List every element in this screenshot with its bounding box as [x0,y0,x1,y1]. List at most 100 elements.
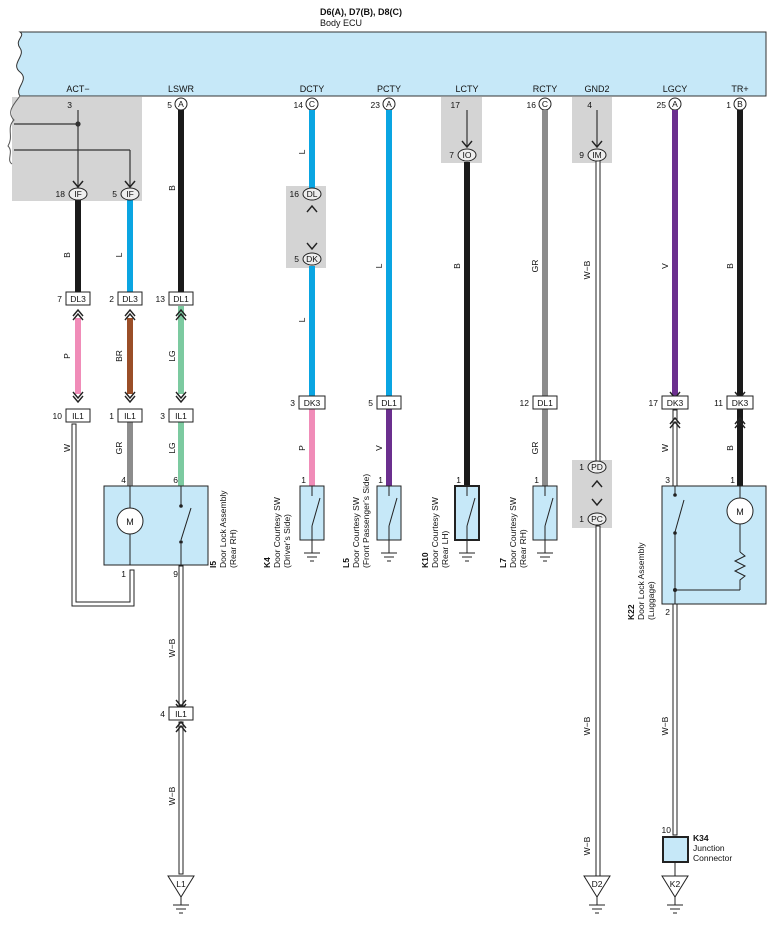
connector-label: DL1 [381,398,397,408]
ground-points: L1 D2 K2 [167,875,689,914]
component-code: K34 [693,833,709,843]
k4-sub: (Driver’s Side) [282,514,292,568]
ecu-connector-letters: A C A C A B [174,97,747,111]
pin-number: 14 [294,100,304,110]
wire-code: LG [167,442,177,453]
pin-number: 16 [527,100,537,110]
connector-label: DK3 [304,398,321,408]
splice-pin: 1 [579,462,584,472]
wire-code: GR [114,442,124,455]
ground-label: L1 [176,879,186,889]
i5-label: I5 [208,561,218,568]
pin-number: 9 [173,569,178,579]
connector-pin: 2 [109,294,114,304]
splice-label: DK [306,254,318,264]
pin-number: 1 [301,475,306,485]
splice-label: IF [126,189,134,199]
wire-code: L [297,317,307,322]
terminal-dcty: DCTY [300,84,325,94]
k22-sub: (Luggage) [646,581,656,620]
l5-code: L5 [341,558,351,568]
connector-label: DK3 [732,398,749,408]
connector-pin: 10 [53,411,63,421]
k4-code: K4 [262,557,272,568]
wire-code: W−B [582,716,592,735]
connector-label: DL3 [122,294,138,304]
l5-name: Door Courtesy SW [351,497,361,568]
connector-label: DL1 [537,398,553,408]
wire-code: W−B [660,716,670,735]
pin-number: 1 [730,475,735,485]
component-code: K10 [420,552,430,568]
splice-pin: 9 [579,150,584,160]
k4-name: Door Courtesy SW [272,497,282,568]
splices: IF 18 IF 5 DL 16 DK 5 IO 7 IM 9 PD 1 PC … [56,148,607,526]
pin-number: 17 [451,100,461,110]
wire-code: W [62,444,72,452]
motor-icon: M [736,507,744,517]
connector-letter: A [178,99,184,109]
ground-label: D2 [592,879,603,889]
connector-label: DL1 [173,294,189,304]
splice-label: DL [307,189,318,199]
terminal-gnd2: GND2 [584,84,609,94]
connector-pin: 11 [714,398,723,408]
ecu-terminal-names: ACT− LSWR DCTY PCTY LCTY RCTY GND2 LGCY … [66,84,748,94]
k10-name: Door Courtesy SW [430,497,440,568]
pin-number: 2 [665,607,670,617]
splice-pin: 18 [56,189,66,199]
connector-letter: B [737,99,743,109]
k22-door-lock-assembly: 3 1 2 M [661,475,767,617]
wire-code: L [114,252,124,257]
wire-code: W−B [582,260,592,279]
motor-icon: M [126,517,134,527]
ecu-connectors-title: D6(A), D7(B), D8(C) [320,7,402,17]
splice-pin: 5 [112,189,117,199]
l7-sub: (Rear RH) [518,529,528,568]
wire-code: V [374,445,384,451]
k10-door-courtesy-switch: 1 [454,475,480,562]
terminal-pcty: PCTY [377,84,401,94]
connector-pin: 4 [160,709,165,719]
pin-number: 3 [67,100,72,110]
connector-label: IL1 [175,709,187,719]
k22-name: Door Lock Assembly [636,542,646,620]
component-code: L7 [498,558,508,568]
component-code: K4 [262,557,272,568]
k10-code: K10 [420,552,430,568]
ecu-name: Body ECU [320,18,362,28]
i5-sub: (Rear RH) [228,529,238,568]
connector-label: IL1 [124,411,136,421]
pin-number: 5 [167,100,172,110]
terminal-rcty: RCTY [533,84,558,94]
pin-number: 1 [121,569,126,579]
wire-code: P [297,445,307,451]
pin-number: 1 [534,475,539,485]
pin-number: 25 [657,100,667,110]
pin-number: 10 [662,825,672,835]
terminal-lswr: LSWR [168,84,195,94]
connector-pin: 1 [109,411,114,421]
pin-number: 1 [378,475,383,485]
pin-number: 6 [173,475,178,485]
connector-pin: 12 [520,398,530,408]
connector-pin: 13 [156,294,166,304]
wire-code: B [725,445,735,451]
wire-code: BR [114,350,124,362]
connection-arrows [72,140,746,733]
k34-junction-connector: 10 K34 Junction Connector [662,825,732,876]
splice-pin: 5 [294,254,299,264]
wire-code: L [297,149,307,154]
pin-number: 23 [371,100,381,110]
l7-code: L7 [498,558,508,568]
connector-boxes: DL3 7 DL3 2 DL1 13 IL1 10 IL1 1 IL1 3 DK… [53,291,754,721]
wire-code: B [62,252,72,258]
k22-code: K22 [626,604,636,620]
act-branch [14,110,131,186]
k4-door-courtesy-switch: 1 [299,475,325,562]
connector-label: DK3 [667,398,684,408]
wire-code: B [725,263,735,269]
ground-label: K2 [670,879,681,889]
k34-name: Junction [693,843,725,853]
